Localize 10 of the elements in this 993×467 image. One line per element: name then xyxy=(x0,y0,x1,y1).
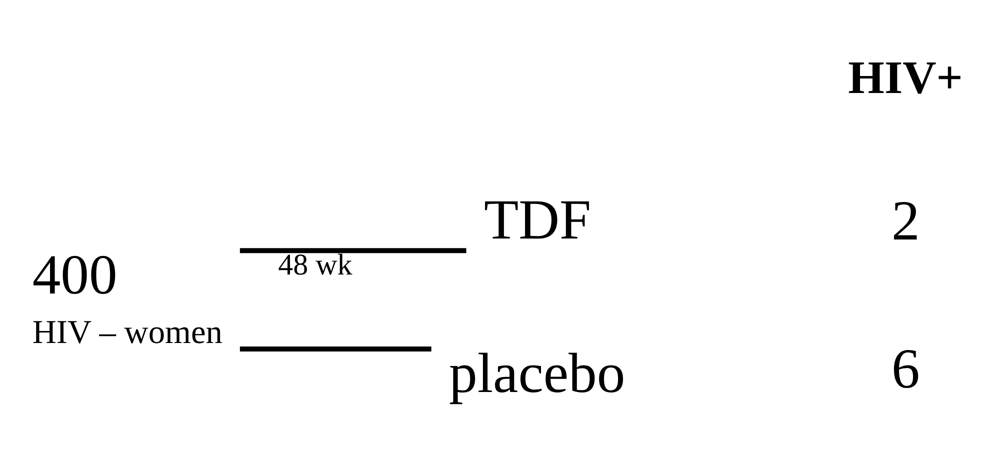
connector xyxy=(240,248,466,253)
node-text: 400 xyxy=(32,244,118,306)
label: HIV+ xyxy=(848,52,963,104)
connector xyxy=(240,346,432,351)
label: 6 xyxy=(892,338,920,400)
node-text: TDF xyxy=(484,189,592,251)
label: 2 xyxy=(892,190,920,252)
node-label: HIV – women xyxy=(32,314,222,351)
edge-label: 48 wk xyxy=(278,248,352,282)
node-text: placebo xyxy=(449,342,626,404)
